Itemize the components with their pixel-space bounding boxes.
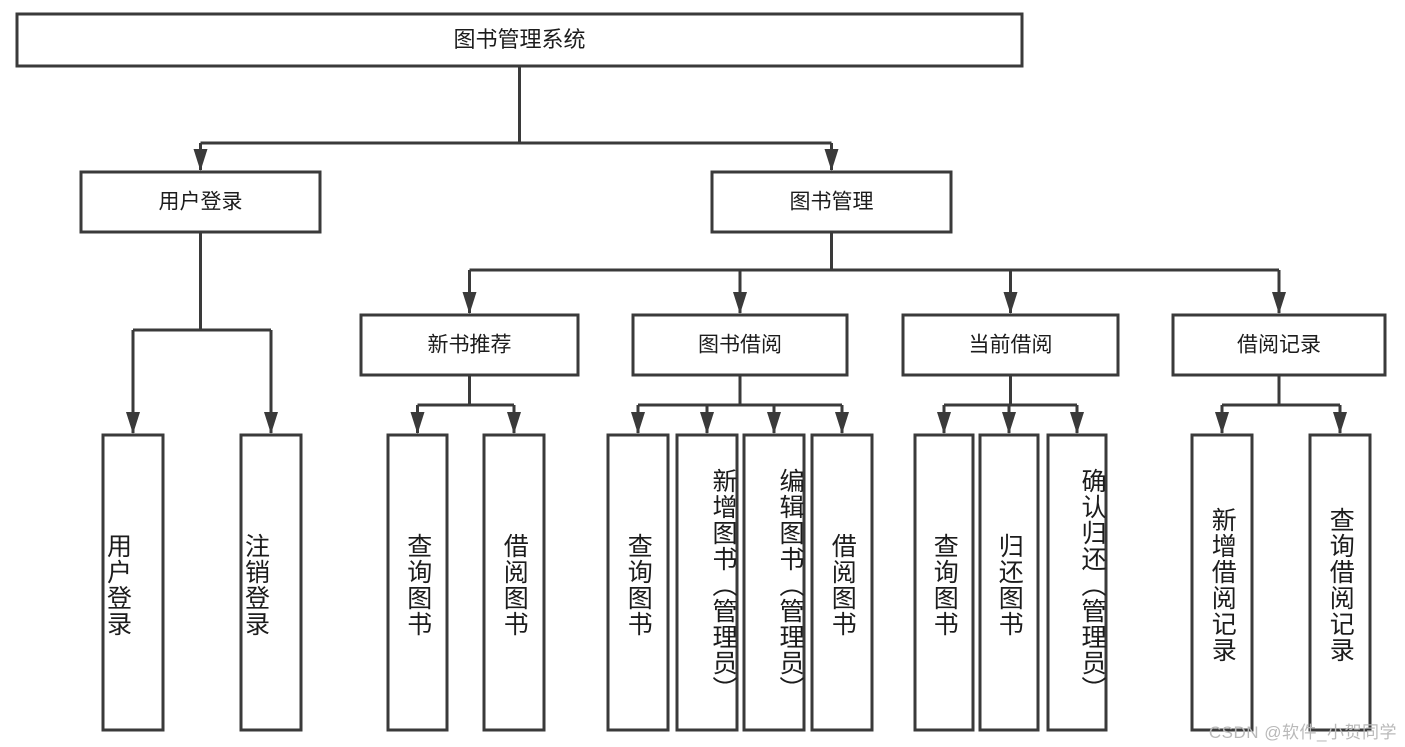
box-outline [1046, 433, 1108, 732]
box-outline [913, 433, 975, 732]
node-leaf-4[interactable] [606, 433, 670, 732]
arrow-head-icon [1002, 412, 1016, 434]
box-outline [710, 170, 953, 234]
node-leaf-12[interactable] [1308, 433, 1372, 732]
box-outline [15, 12, 1024, 68]
arrow-head-icon [824, 149, 839, 171]
box-outline [675, 433, 739, 732]
box-label: 借阅记录 [1237, 334, 1321, 357]
node-leaf-7[interactable] [810, 433, 874, 732]
arrow-head-icon [767, 412, 781, 434]
node-leaf-2[interactable] [386, 433, 449, 732]
arrow-head-icon [410, 412, 425, 434]
box-label: 图书管理 [790, 191, 874, 214]
box-label: 新书推荐 [428, 334, 512, 357]
watermark: CSDN @软件_小贺同学 [1208, 723, 1397, 742]
arrow-head-icon [1272, 292, 1286, 314]
node-leaf-6[interactable] [742, 433, 806, 732]
node-leaf-9[interactable] [978, 433, 1040, 732]
arrow-head-icon [126, 412, 140, 434]
arrow-head-icon [264, 412, 278, 434]
box-outline [386, 433, 449, 732]
box-label: 图书管理系统 [453, 27, 585, 52]
box-outline [482, 433, 546, 732]
box-label: 图书借阅 [698, 334, 782, 357]
node-level3-3[interactable]: 借阅记录 [1171, 313, 1387, 377]
box-outline [79, 170, 322, 234]
node-level3-1[interactable]: 图书借阅 [631, 313, 849, 377]
node-leaf-11[interactable] [1190, 433, 1254, 732]
node-leaf-5[interactable] [675, 433, 739, 732]
box-outline [978, 433, 1040, 732]
arrow-head-icon [1070, 412, 1084, 434]
box-outline [631, 313, 849, 377]
connector-layer [126, 66, 1347, 434]
arrow-head-icon [1333, 412, 1347, 434]
arrow-head-icon [507, 412, 521, 434]
arrow-head-icon [1003, 292, 1018, 314]
arrow-head-icon [733, 292, 747, 314]
box-outline [101, 433, 165, 732]
box-outline [810, 433, 874, 732]
box-outline [606, 433, 670, 732]
arrow-head-icon [835, 412, 849, 434]
box-outline [359, 313, 580, 377]
box-outline [901, 313, 1120, 377]
arrow-head-icon [937, 412, 951, 434]
box-outline [239, 433, 303, 732]
box-outline [1171, 313, 1387, 377]
box-outline [1308, 433, 1372, 732]
node-level3-0[interactable]: 新书推荐 [359, 313, 580, 377]
node-leaf-10[interactable] [1046, 433, 1108, 732]
arrow-head-icon [1215, 412, 1229, 434]
node-level2-0[interactable]: 用户登录 [79, 170, 322, 234]
node-root[interactable]: 图书管理系统 [15, 12, 1024, 68]
box-label: 用户登录 [159, 191, 243, 214]
arrow-head-icon [462, 292, 477, 314]
arrow-head-icon [193, 149, 208, 171]
box-outline [742, 433, 806, 732]
node-level3-2[interactable]: 当前借阅 [901, 313, 1120, 377]
arrow-head-icon [631, 412, 645, 434]
node-leaf-1[interactable] [239, 433, 303, 732]
arrow-head-icon [700, 412, 714, 434]
node-level2-1[interactable]: 图书管理 [710, 170, 953, 234]
node-leaf-8[interactable] [913, 433, 975, 732]
node-leaf-3[interactable] [482, 433, 546, 732]
node-leaf-0[interactable] [101, 433, 165, 732]
box-outline [1190, 433, 1254, 732]
box-label: 当前借阅 [969, 334, 1053, 357]
